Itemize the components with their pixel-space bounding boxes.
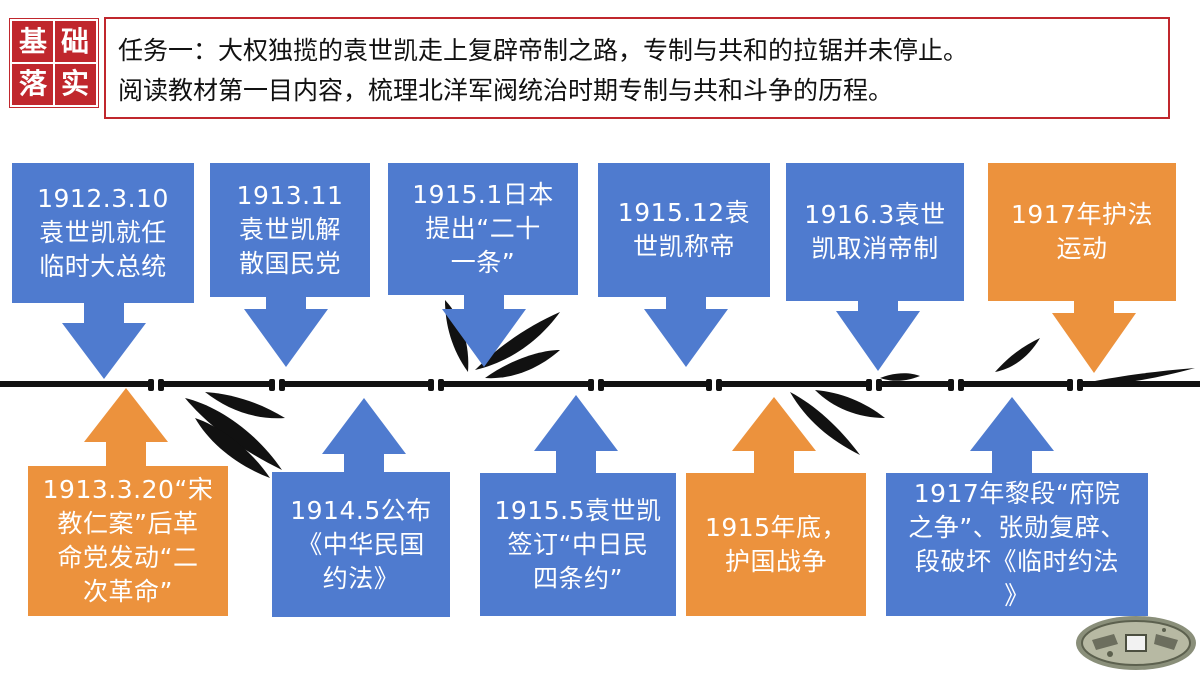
- task-line-1: 任务一：大权独揽的袁世凯走上复辟帝制之路，专制与共和的拉锯并未停止。: [118, 36, 969, 65]
- event-top-1-arrow-head: [62, 323, 146, 379]
- event-bottom-4-arrow-head: [732, 397, 816, 451]
- event-top-4-arrow-head: [644, 309, 728, 367]
- badge-char-1: 基: [18, 25, 47, 58]
- event-top-2-text: 1913.11 袁世凯解 散国民党: [236, 181, 344, 278]
- badge-char-4: 实: [60, 67, 89, 100]
- badge-char-3: 落: [18, 67, 47, 100]
- event-top-5-arrow-head: [836, 311, 920, 371]
- event-bottom-5: 1917年黎段“府院 之争”、张勋复辟、 段破坏《临时约法 》: [886, 473, 1148, 616]
- event-bottom-1-arrow-stem: [106, 441, 146, 467]
- ancient-coin-decoration: [1074, 614, 1198, 672]
- badge-char-2: 础: [60, 25, 89, 58]
- event-top-1-text: 1912.3.10 袁世凯就任 临时大总统: [37, 184, 169, 281]
- event-bottom-1: 1913.3.20“宋 教仁案”后革 命党发动“二 次革命”: [28, 466, 228, 616]
- event-bottom-1-text: 1913.3.20“宋 教仁案”后革 命党发动“二 次革命”: [42, 475, 214, 606]
- event-top-4-arrow-stem: [666, 296, 706, 310]
- event-bottom-4-arrow-stem: [754, 450, 794, 474]
- event-top-3-text: 1915.1日本 提出“二十 一条”: [412, 180, 554, 277]
- event-top-5: 1916.3袁世 凯取消帝制: [786, 163, 964, 301]
- event-bottom-3-arrow-stem: [556, 450, 596, 474]
- event-bottom-4-text: 1915年底， 护国战争: [704, 512, 848, 576]
- event-bottom-2-text: 1914.5公布 《中华民国 约法》: [290, 495, 432, 593]
- event-bottom-4: 1915年底， 护国战争: [686, 473, 866, 616]
- event-bottom-3-arrow-head: [534, 395, 618, 451]
- event-top-6-arrow-stem: [1074, 300, 1114, 314]
- task-box: 任务一：大权独揽的袁世凯走上复辟帝制之路，专制与共和的拉锯并未停止。 阅读教材第…: [104, 17, 1170, 119]
- event-top-2: 1913.11 袁世凯解 散国民党: [210, 163, 370, 297]
- event-bottom-3: 1915.5袁世凯 签订“中日民 四条约”: [480, 473, 676, 616]
- event-top-3: 1915.1日本 提出“二十 一条”: [388, 163, 578, 295]
- event-bottom-3-text: 1915.5袁世凯 签订“中日民 四条约”: [494, 495, 662, 593]
- event-top-5-text: 1916.3袁世 凯取消帝制: [804, 200, 946, 263]
- event-top-3-arrow-head: [442, 309, 526, 367]
- event-bottom-2-arrow-head: [322, 398, 406, 454]
- event-top-1-arrow-stem: [84, 302, 124, 324]
- event-top-2-arrow-stem: [266, 296, 306, 310]
- event-top-6-text: 1917年护法 运动: [1010, 200, 1154, 263]
- event-bottom-2: 1914.5公布 《中华民国 约法》: [272, 472, 450, 617]
- section-badge: 基 础 落 实: [10, 19, 98, 107]
- event-bottom-5-arrow-head: [970, 397, 1054, 451]
- event-top-6-arrow-head: [1052, 313, 1136, 373]
- event-top-2-arrow-head: [244, 309, 328, 367]
- event-top-3-arrow-stem: [464, 294, 504, 310]
- task-line-2: 阅读教材第一目内容，梳理北洋军阀统治时期专制与共和斗争的历程。: [118, 76, 894, 105]
- event-top-6: 1917年护法 运动: [988, 163, 1176, 301]
- timeline-axis: [0, 378, 1200, 392]
- badge-divider-horizontal: [12, 62, 96, 64]
- event-bottom-1-arrow-head: [84, 388, 168, 442]
- event-top-5-arrow-stem: [858, 300, 898, 312]
- event-top-4-text: 1915.12袁 世凯称帝: [617, 198, 751, 261]
- event-bottom-5-text: 1917年黎段“府院 之争”、张勋复辟、 段破坏《临时约法 》: [908, 478, 1126, 610]
- event-bottom-5-arrow-stem: [992, 450, 1032, 474]
- event-top-1: 1912.3.10 袁世凯就任 临时大总统: [12, 163, 194, 303]
- event-top-4: 1915.12袁 世凯称帝: [598, 163, 770, 297]
- event-bottom-2-arrow-stem: [344, 453, 384, 473]
